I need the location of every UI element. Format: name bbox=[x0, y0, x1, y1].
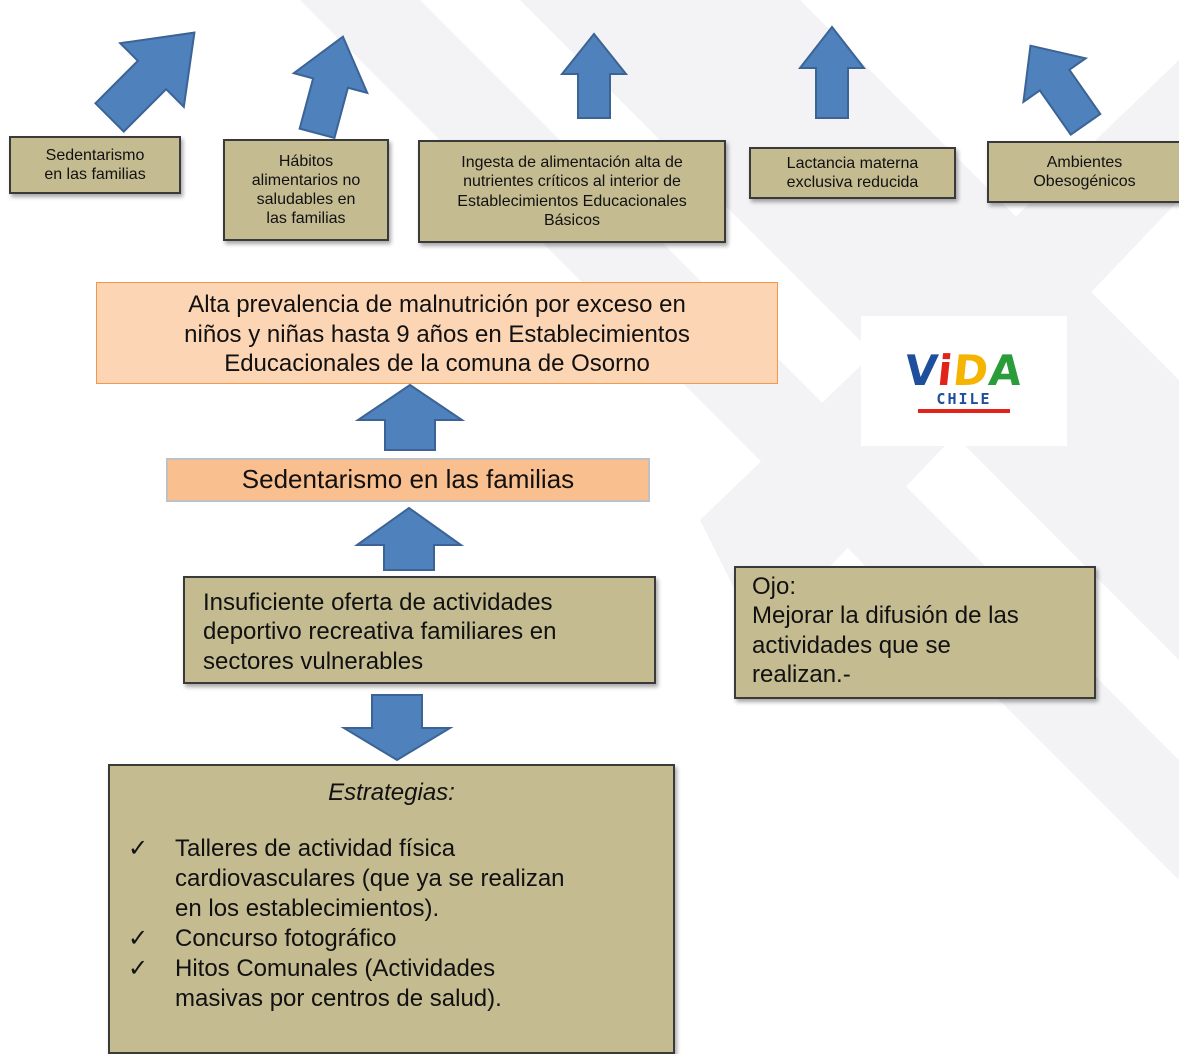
note-box: Ojo: Mejorar la difusión de las activida… bbox=[734, 566, 1096, 699]
strategy-item: ✓ Talleres de actividad física cardiovas… bbox=[124, 834, 673, 924]
sub-problem-box: Sedentarismo en las familias bbox=[166, 458, 650, 502]
cause-box-lactancia: Lactancia materna exclusiva reducida bbox=[749, 147, 956, 199]
strategy-item: ✓ Hitos Comunales (Actividades masivas p… bbox=[124, 954, 673, 1014]
check-icon: ✓ bbox=[128, 925, 149, 952]
strategy-text: Hitos Comunales (Actividades masivas por… bbox=[175, 955, 502, 1012]
arrow-down-to-strategies bbox=[340, 694, 454, 762]
strategies-box: Estrategias: ✓ Talleres de actividad fís… bbox=[108, 764, 675, 1054]
logo-vida-word: ViDA bbox=[902, 345, 1026, 395]
strategies-title: Estrategias: bbox=[328, 779, 455, 806]
cause-label: Hábitos alimentarios no saludables en la… bbox=[251, 152, 361, 228]
strategy-text: Talleres de actividad física cardiovascu… bbox=[175, 835, 565, 922]
cause-label: Ingesta de alimentación alta de nutrient… bbox=[457, 154, 687, 229]
cause-label: Sedentarismo en las familias bbox=[44, 146, 146, 183]
arrow-up-3 bbox=[559, 32, 629, 119]
cause-box-sedentarismo: Sedentarismo en las familias bbox=[9, 136, 181, 194]
cause-box-habitos: Hábitos alimentarios no saludables en la… bbox=[223, 139, 389, 241]
root-cause-box: Insuficiente oferta de actividades depor… bbox=[183, 576, 656, 684]
arrow-up-left-5 bbox=[1022, 44, 1102, 137]
cause-label: Lactancia materna exclusiva reducida bbox=[786, 154, 919, 191]
logo-chile-word: CHILE bbox=[936, 389, 992, 408]
logo-underline bbox=[918, 408, 1010, 413]
arrow-up-right-1 bbox=[94, 31, 196, 133]
cause-box-ingesta: Ingesta de alimentación alta de nutrient… bbox=[418, 140, 726, 243]
arrow-up-right-2 bbox=[291, 35, 369, 140]
note-text: Ojo: Mejorar la difusión de las activida… bbox=[752, 573, 1019, 688]
main-problem-text: Alta prevalencia de malnutrición por exc… bbox=[184, 291, 690, 378]
main-problem-box: Alta prevalencia de malnutrición por exc… bbox=[96, 282, 778, 384]
check-icon: ✓ bbox=[128, 955, 149, 982]
check-icon: ✓ bbox=[128, 835, 149, 862]
cause-label: Ambientes Obesogénicos bbox=[1033, 153, 1136, 190]
cause-box-ambientes: Ambientes Obesogénicos bbox=[987, 141, 1179, 203]
sub-problem-text: Sedentarismo en las familias bbox=[241, 464, 575, 495]
strategy-item: ✓ Concurso fotográfico bbox=[124, 924, 673, 954]
root-cause-text: Insuficiente oferta de actividades depor… bbox=[203, 589, 557, 675]
arrow-up-to-sub bbox=[353, 506, 465, 571]
arrow-up-to-problem bbox=[354, 383, 466, 451]
arrow-up-4 bbox=[797, 25, 867, 119]
vida-chile-logo: ViDA CHILE bbox=[861, 316, 1067, 446]
strategies-list: ✓ Talleres de actividad física cardiovas… bbox=[124, 834, 673, 1014]
strategy-text: Concurso fotográfico bbox=[175, 925, 397, 952]
